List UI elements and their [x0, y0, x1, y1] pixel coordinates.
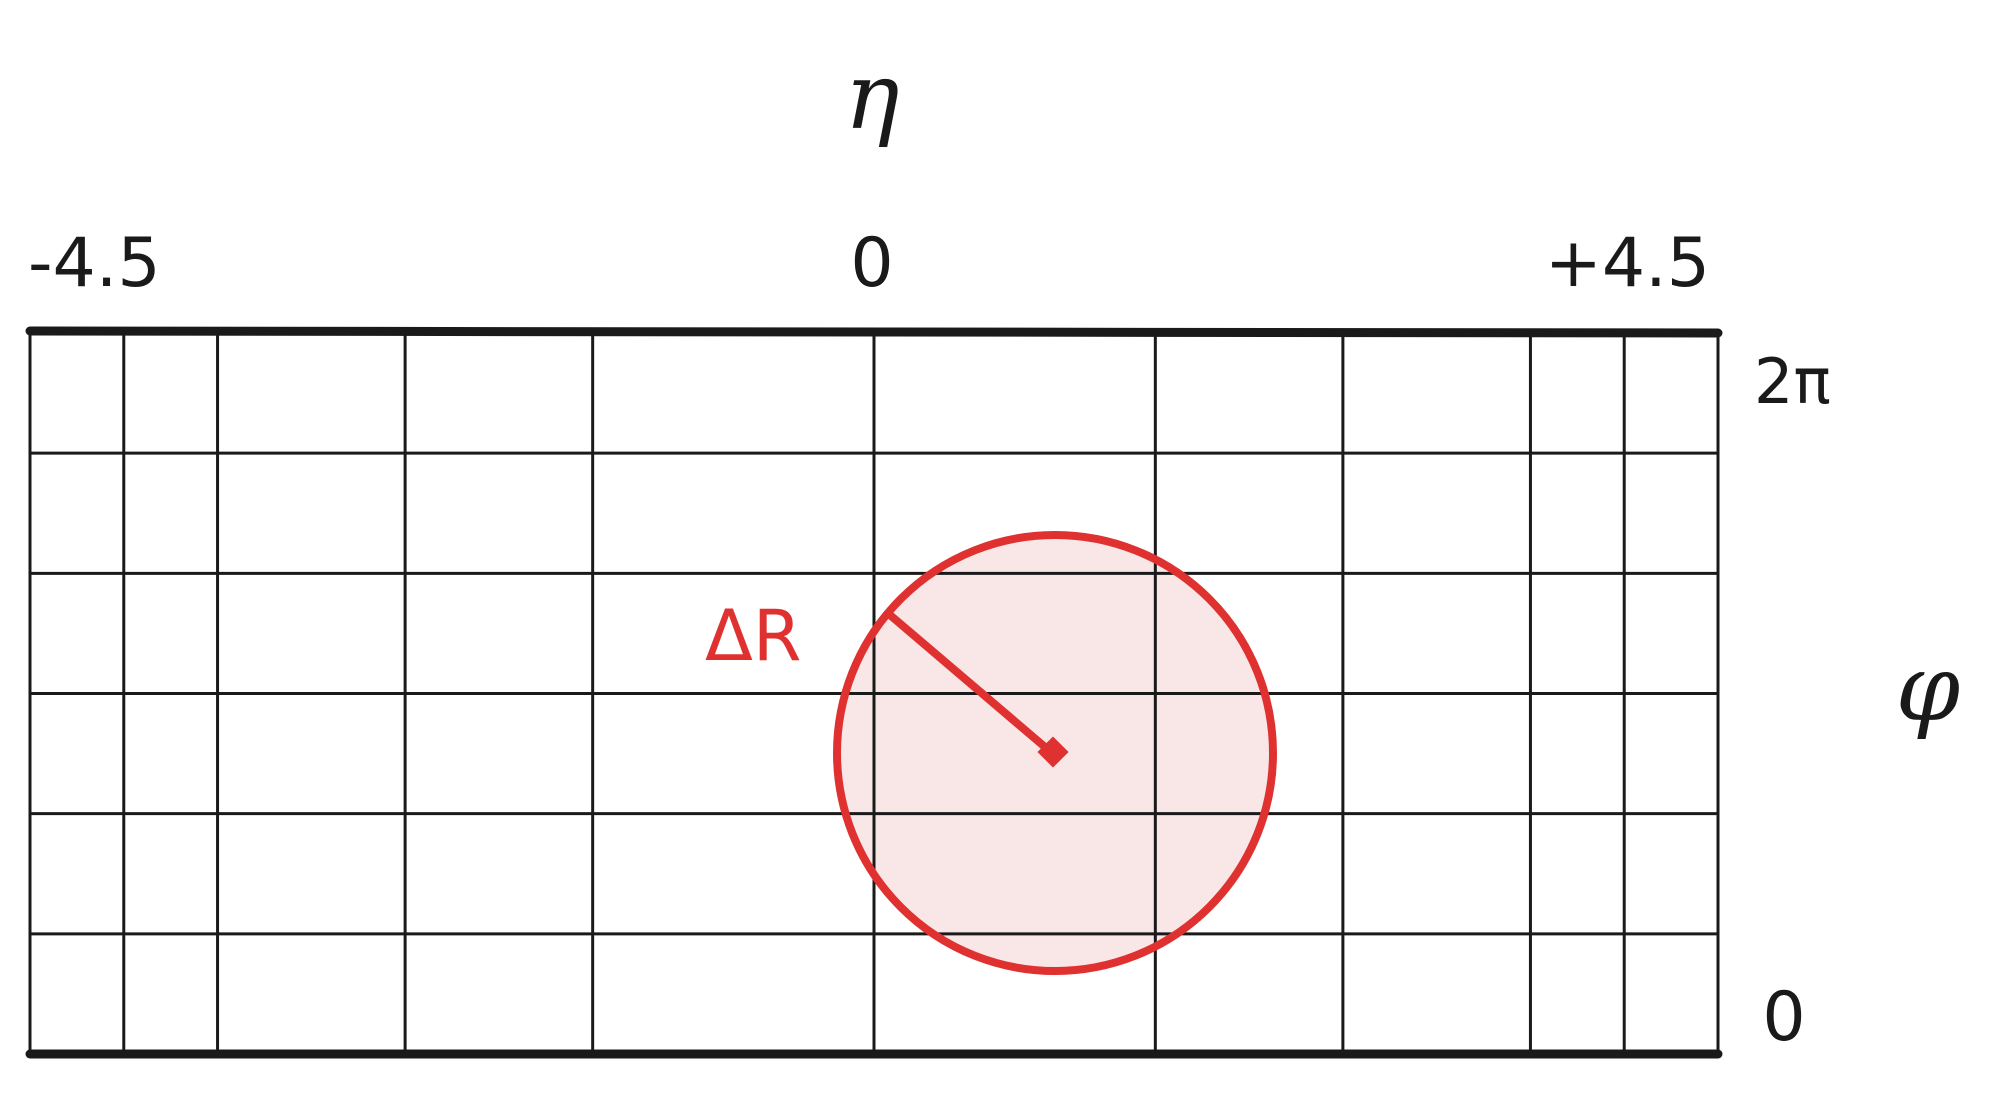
grid-lines — [28, 333, 1720, 1054]
eta-axis-label: η — [844, 43, 899, 150]
phi-axis-label: φ — [1896, 635, 1961, 742]
eta-tick-zero: 0 — [850, 224, 893, 303]
cone-outline — [833, 531, 1277, 975]
eta-tick-min: -4.5 — [28, 224, 161, 303]
eta-tick-max: +4.5 — [1545, 224, 1710, 303]
top-boundary — [25, 326, 1723, 338]
phi-tick-zero: 0 — [1762, 978, 1805, 1057]
delta-r-radius-line — [886, 611, 1056, 757]
phi-tick-max: 2π — [1754, 345, 1831, 418]
delta-r-label: ΔR — [705, 595, 802, 677]
